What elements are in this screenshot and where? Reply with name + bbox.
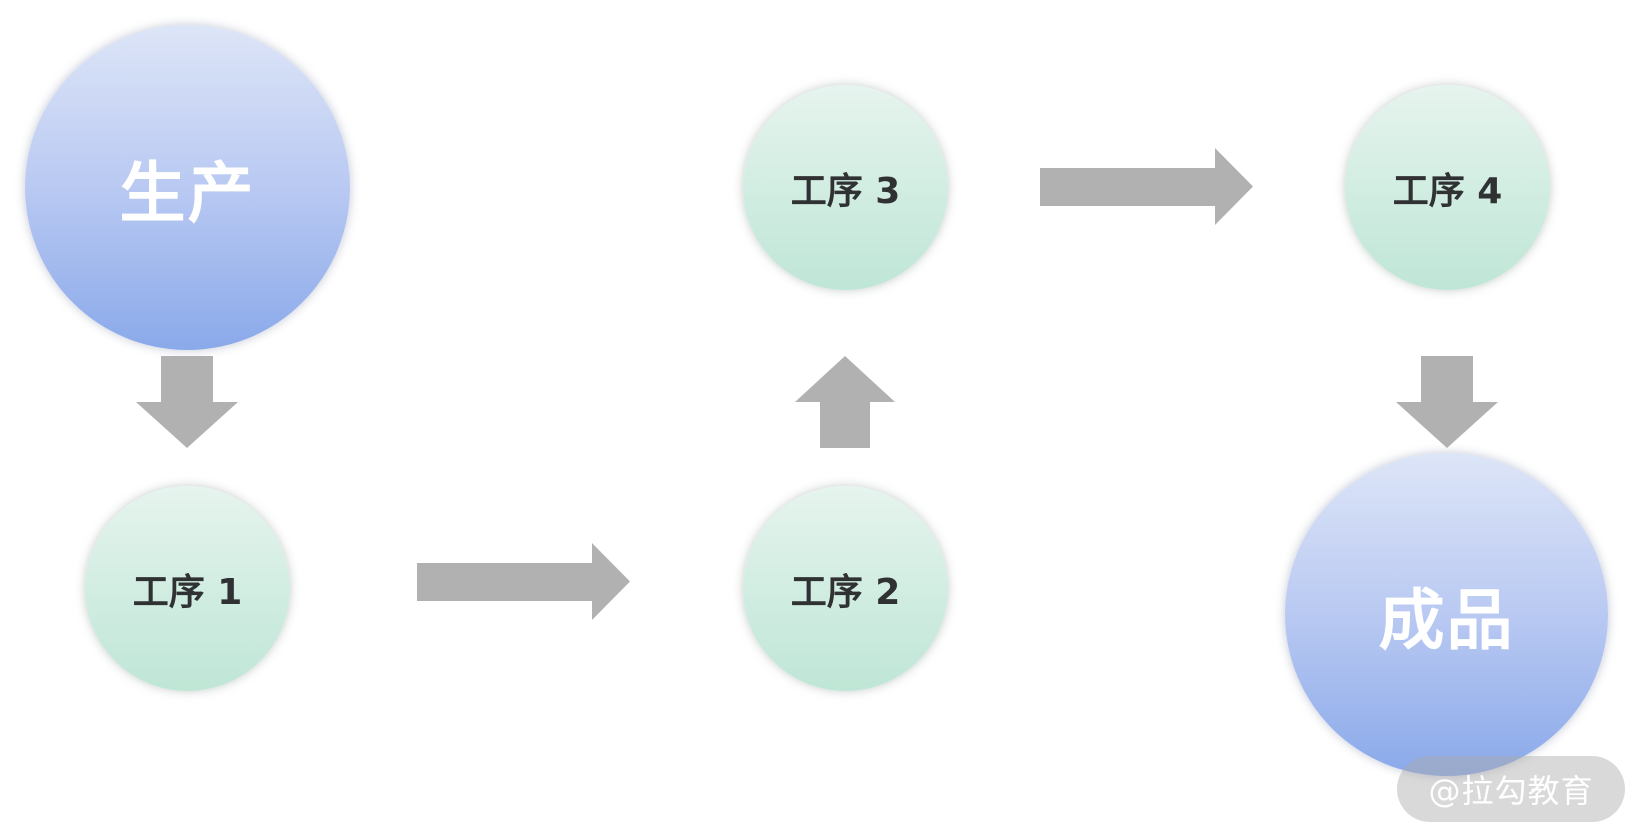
node-step-4: 工序 4 bbox=[1345, 85, 1550, 290]
arrow-right-step3-to-step4 bbox=[1040, 148, 1253, 225]
arrow-right-step1-to-step2 bbox=[417, 543, 630, 620]
node-start-production: 生产 bbox=[25, 25, 350, 350]
node-step-3: 工序 3 bbox=[743, 85, 948, 290]
node-step-1: 工序 1 bbox=[85, 486, 290, 691]
watermark-text: @拉勾教育 bbox=[1428, 772, 1594, 810]
watermark-badge: @拉勾教育 bbox=[1397, 756, 1625, 822]
node-step-2: 工序 2 bbox=[743, 486, 948, 691]
node-start-label: 生产 bbox=[119, 154, 256, 232]
arrow-down-start-to-step1 bbox=[136, 356, 238, 448]
node-end-finished-product: 成品 bbox=[1285, 453, 1608, 776]
node-step-4-label: 工序 4 bbox=[1392, 170, 1503, 212]
arrow-down-step4-to-end bbox=[1396, 356, 1498, 448]
arrow-up-step2-to-step3 bbox=[795, 356, 895, 448]
node-step-1-label: 工序 1 bbox=[132, 571, 243, 613]
node-step-2-label: 工序 2 bbox=[790, 571, 901, 613]
node-end-label: 成品 bbox=[1378, 581, 1515, 659]
node-step-3-label: 工序 3 bbox=[790, 170, 901, 212]
